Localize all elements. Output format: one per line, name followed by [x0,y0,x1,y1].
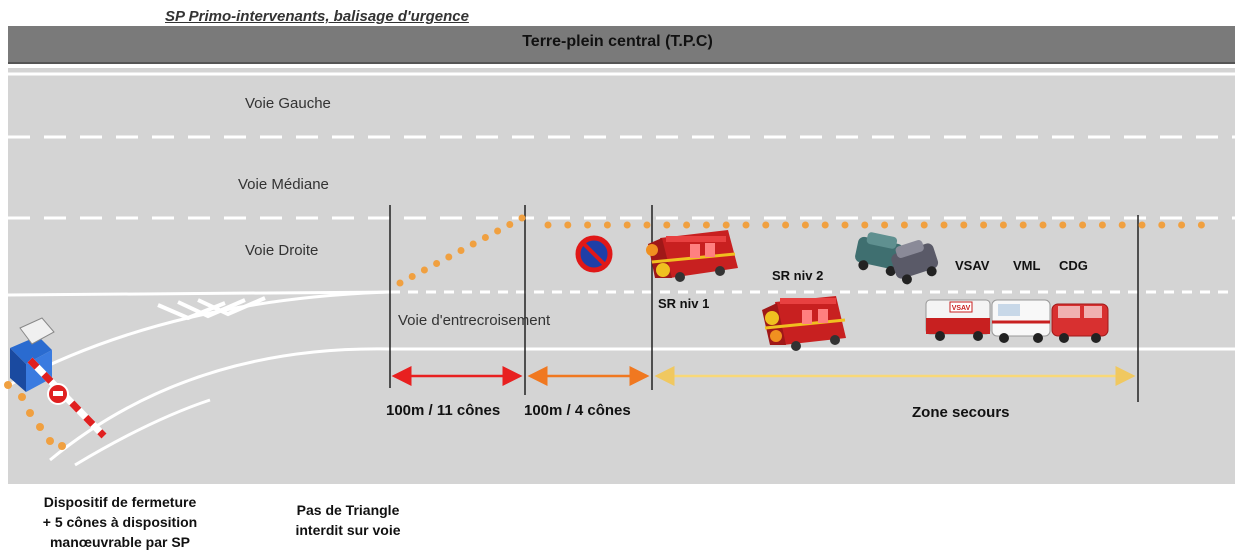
cone-3 [433,260,441,267]
ramp-line-3 [74,398,211,467]
closure-device [10,317,107,439]
segment-label-1: 100m / 11 cônes [386,402,501,419]
label-cdg: CDG [1059,258,1088,273]
cone-12 [782,221,790,229]
vehicle-vsav: VSAV [925,299,991,341]
cone-25 [1039,221,1047,229]
cone-16 [861,221,869,229]
cone-6 [663,221,671,229]
cone-29 [1118,221,1126,229]
cone-27 [1079,221,1087,229]
cone-15 [841,221,849,229]
vehicle-vml [991,299,1051,343]
lane-label-left: Voie Gauche [245,95,331,112]
cone-1 [408,273,416,280]
cone-33 [1197,221,1205,229]
cone-26 [1059,221,1067,229]
cone-2 [420,266,428,274]
lane-label-right: Voie Droite [245,242,319,259]
ramp-line-2 [49,347,391,462]
cone-20 [940,221,948,229]
cone-6 [469,240,477,248]
cone-9 [506,221,514,228]
cone-18 [900,221,908,229]
crashed-cars [855,232,939,285]
cone-24 [1019,221,1027,229]
cone-4 [46,437,54,445]
cone-taper [396,214,526,287]
cone-21 [960,221,968,229]
closure-cones [4,381,66,450]
cone-1 [564,221,572,229]
cone-5 [58,442,66,450]
diagram-title: SP Primo-intervenants, balisage d'urgenc… [165,8,469,25]
lane-label-weaving: Voie d'entrecroisement [398,312,551,329]
fire-truck-sr1 [646,230,738,282]
cone-8 [494,227,502,235]
cone-3 [603,221,611,229]
fire-truck-sr2 [762,296,846,351]
cone-14 [821,221,829,229]
closure-note: Dispositif de fermeture + 5 cônes à disp… [20,492,220,552]
vehicle-cdg [1051,303,1109,343]
cone-9 [722,221,730,229]
central-median [8,26,1235,64]
cone-5 [643,221,651,229]
cone-10 [518,214,526,222]
segment-label-zone: Zone secours [912,404,1010,421]
cone-19 [920,221,928,229]
no-parking-sign [575,235,613,273]
closure-note-line-2: + 5 cônes à disposition [42,514,198,530]
cone-4 [623,221,631,229]
cone-32 [1178,221,1186,229]
cone-13 [801,221,809,229]
central-median-label: Terre-plein central (T.P.C) [522,33,713,50]
triangle-note: Pas de Triangle interdit sur voie [268,500,428,540]
ramp-line-1 [0,290,391,392]
cone-22 [980,221,988,229]
cone-17 [881,221,889,229]
cone-2 [584,221,592,229]
cone-0 [396,279,404,287]
cone-7 [481,234,489,241]
closure-note-line-1: Dispositif de fermeture [43,494,197,510]
cone-28 [1098,221,1106,229]
cone-4 [445,253,453,261]
cone-7 [683,221,691,229]
cone-30 [1138,221,1146,229]
cone-5 [457,247,465,254]
cone-0 [4,381,12,389]
cone-10 [742,221,750,229]
label-vml: VML [1013,258,1041,273]
cone-line [544,221,1205,229]
lane-label-middle: Voie Médiane [238,176,329,193]
label-sr-niv1: SR niv 1 [658,296,710,311]
triangle-note-line-1: Pas de Triangle [296,502,400,518]
cone-23 [999,221,1007,229]
cone-8 [702,221,710,229]
cone-1 [18,393,26,401]
hatching-chevrons [157,296,266,321]
label-sr-niv2: SR niv 2 [772,268,824,283]
right-lane-edge-solid [7,290,391,297]
label-vsav: VSAV [955,258,990,273]
cone-11 [762,221,770,229]
cone-0 [544,221,552,229]
segment-label-2: 100m / 4 cônes [524,402,631,419]
closure-note-line-3: manœuvrable par SP [49,534,191,550]
triangle-note-line-2: interdit sur voie [295,522,401,538]
cone-3 [36,423,44,431]
vsav-van-text: VSAV [952,305,971,312]
cone-2 [26,409,34,417]
cone-31 [1158,221,1166,229]
